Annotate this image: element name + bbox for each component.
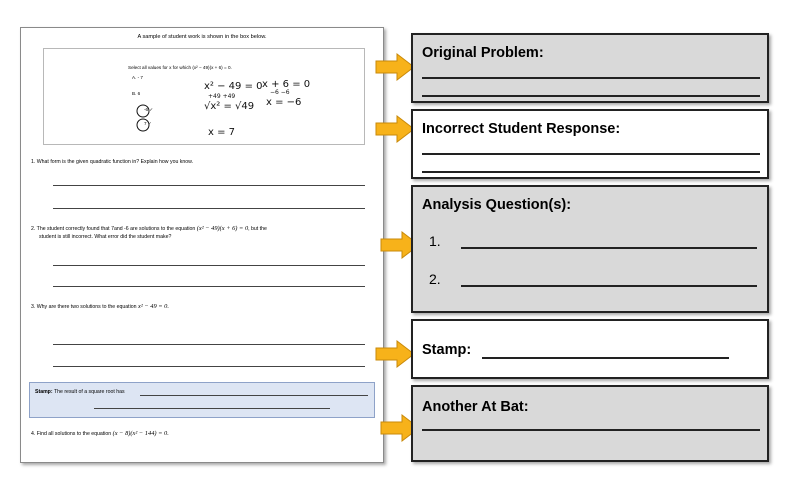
work-step-4: x = 7 [208, 127, 236, 138]
analysis-number-2: 2. [429, 271, 441, 287]
work-right-3: x = −6 [266, 97, 302, 108]
arrow-right-icon [375, 340, 415, 368]
choice-d: 7 ✓ [144, 121, 152, 126]
panel-title-another: Another At Bat: [422, 399, 529, 415]
answer-line[interactable] [53, 208, 365, 209]
incorrect-response-line[interactable] [422, 153, 760, 155]
question-3-equation: x² − 49 = 0. [137, 303, 169, 310]
work-step-1: x² − 49 = 0 [204, 81, 263, 92]
another-at-bat-line[interactable] [422, 429, 760, 431]
panel-original-problem: Original Problem: [411, 33, 769, 103]
work-right-2: −6 −6 [270, 89, 290, 96]
stamp-fill-line[interactable] [94, 408, 330, 409]
question-4-text: 4. Find all solutions to the equation [31, 431, 113, 437]
answer-line[interactable] [53, 366, 365, 367]
question-3: 3. Why are there two solutions to the eq… [31, 303, 371, 311]
answer-line[interactable] [53, 286, 365, 287]
stamp-fill-line[interactable] [140, 395, 368, 396]
student-work-box: Select all values for x for which (x² − … [43, 48, 365, 145]
original-problem-line[interactable] [422, 95, 760, 97]
question-2-text: 2. The student correctly found that 7and… [31, 226, 197, 232]
question-3-text: 3. Why are there two solutions to the eq… [31, 304, 138, 310]
panel-stamp: Stamp: [411, 319, 769, 379]
panel-title-analysis: Analysis Question(s): [422, 197, 572, 213]
work-step-3: √x² = √49 [204, 101, 255, 112]
arrow-right-icon [375, 115, 415, 143]
panel-incorrect-response: Incorrect Student Response: [411, 109, 769, 179]
panel-title-original: Original Problem: [422, 45, 544, 61]
stamp-answer-line[interactable] [482, 357, 729, 359]
sample-prompt: Select all values for x for which (x² − … [128, 65, 232, 70]
question-2: 2. The student correctly found that 7and… [31, 225, 371, 241]
question-4: 4. Find all solutions to the equation (x… [31, 430, 371, 438]
panel-title-incorrect: Incorrect Student Response: [422, 121, 621, 137]
arrow-right-icon [380, 414, 420, 442]
question-2-text-line2: student is still incorrect. What error d… [39, 234, 172, 240]
circled-choices-mark [136, 104, 150, 132]
question-2-equation: (x² − 49)(x + 6) = 0 [196, 225, 249, 232]
panel-analysis-questions: Analysis Question(s): 1. 2. [411, 185, 769, 313]
stamp-text: The result of a square root has [53, 389, 125, 395]
original-problem-line[interactable] [422, 77, 760, 79]
question-1: 1. What form is the given quadratic func… [31, 159, 194, 165]
choice-a: A. - 7 [132, 75, 143, 80]
worksheet-stamp-label: Stamp: The result of a square root has [35, 389, 125, 395]
answer-line[interactable] [53, 344, 365, 345]
work-step-2: +49 +49 [208, 93, 236, 100]
work-right-1: x + 6 = 0 [262, 79, 311, 90]
answer-line[interactable] [53, 265, 365, 266]
answer-line[interactable] [53, 185, 365, 186]
question-4-equation: (x − 8)(x² − 144) = 0. [112, 430, 169, 437]
arrow-right-icon [375, 53, 415, 81]
analysis-number-1: 1. [429, 233, 441, 249]
question-2-text-cont: , but the [248, 226, 267, 232]
worksheet-header: A sample of student work is shown in the… [137, 34, 267, 40]
stamp-label-bold: Stamp: [35, 389, 53, 395]
panel-another-at-bat: Another At Bat: [411, 385, 769, 462]
analysis-answer-line-1[interactable] [461, 247, 757, 249]
arrow-right-icon [380, 231, 420, 259]
panel-title-stamp: Stamp: [422, 342, 472, 358]
analysis-answer-line-2[interactable] [461, 285, 757, 287]
choice-b: B. 6 [132, 91, 141, 96]
incorrect-response-line[interactable] [422, 171, 760, 173]
worksheet-stamp-box: Stamp: The result of a square root has [29, 382, 375, 418]
worksheet-page: A sample of student work is shown in the… [20, 27, 384, 463]
